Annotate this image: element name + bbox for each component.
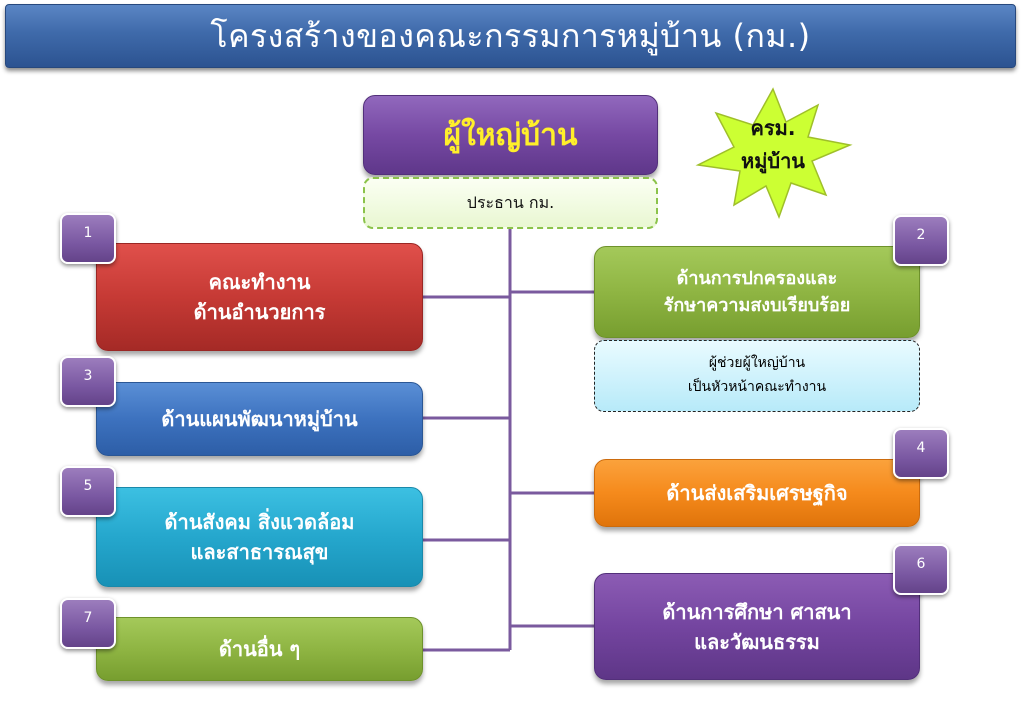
group-6-box: ด้านการศึกษา ศาสนา และวัฒนธรรม bbox=[594, 573, 920, 680]
group-4-number-badge: 4 bbox=[893, 428, 949, 479]
group-4-line1: ด้านส่งเสริมเศรษฐกิจ bbox=[666, 481, 848, 505]
group-1-line2: ด้านอำนวยการ bbox=[193, 300, 326, 324]
group-1-number-badge: 1 bbox=[60, 213, 116, 264]
chairman-label-box: ประธาน กม. bbox=[363, 177, 658, 229]
group-1-line1: คณะทำงาน bbox=[208, 270, 311, 294]
chairman-label: ประธาน กม. bbox=[466, 192, 555, 212]
group-3-number-badge: 3 bbox=[60, 356, 116, 407]
star-line1: ครม. bbox=[750, 116, 796, 140]
group-2-line2: รักษาความสงบเรียบร้อย bbox=[663, 295, 851, 316]
group-5-line2: และสาธารณสุข bbox=[190, 540, 329, 564]
group-5-number-badge: 5 bbox=[60, 466, 116, 517]
group-7-box: ด้านอื่น ๆ bbox=[96, 617, 423, 681]
group-6-line2: และวัฒนธรรม bbox=[694, 629, 820, 654]
group-7-line1: ด้านอื่น ๆ bbox=[218, 637, 301, 661]
village-head-box: ผู้ใหญ่บ้าน bbox=[363, 95, 658, 175]
group-7-number-badge: 7 bbox=[60, 598, 116, 649]
group-2-box: ด้านการปกครองและ รักษาความสงบเรียบร้อย bbox=[594, 246, 920, 338]
group-3-line1: ด้านแผนพัฒนาหมู่บ้าน bbox=[161, 407, 358, 431]
group-2-line1: ด้านการปกครองและ bbox=[676, 268, 838, 289]
group-5-line1: ด้านสังคม สิ่งแวดล้อม bbox=[164, 510, 355, 534]
group-3-box: ด้านแผนพัฒนาหมู่บ้าน bbox=[96, 382, 423, 456]
star-text: ครม. หมู่บ้าน bbox=[690, 112, 856, 178]
group-4-box: ด้านส่งเสริมเศรษฐกิจ bbox=[594, 459, 920, 527]
village-head-label: ผู้ใหญ่บ้าน bbox=[443, 117, 578, 153]
assistant-note-box: ผู้ช่วยผู้ใหญ่บ้าน เป็นหัวหน้าคณะทำงาน bbox=[594, 340, 920, 412]
group-6-number-badge: 6 bbox=[893, 544, 949, 595]
group-2-number-badge: 2 bbox=[893, 215, 949, 266]
star-burst-icon bbox=[695, 87, 853, 219]
group-1-box: คณะทำงาน ด้านอำนวยการ bbox=[96, 243, 423, 351]
assistant-line2: เป็นหัวหน้าคณะทำงาน bbox=[687, 379, 827, 395]
assistant-line1: ผู้ช่วยผู้ใหญ่บ้าน bbox=[708, 355, 806, 372]
title-bar: โครงสร้างของคณะกรรมการหมู่บ้าน (กม.) bbox=[5, 4, 1016, 68]
group-6-line1: ด้านการศึกษา ศาสนา bbox=[662, 599, 852, 624]
star-line2: หมู่บ้าน bbox=[741, 149, 805, 173]
page-title: โครงสร้างของคณะกรรมการหมู่บ้าน (กม.) bbox=[210, 16, 811, 55]
group-5-box: ด้านสังคม สิ่งแวดล้อม และสาธารณสุข bbox=[96, 487, 423, 587]
